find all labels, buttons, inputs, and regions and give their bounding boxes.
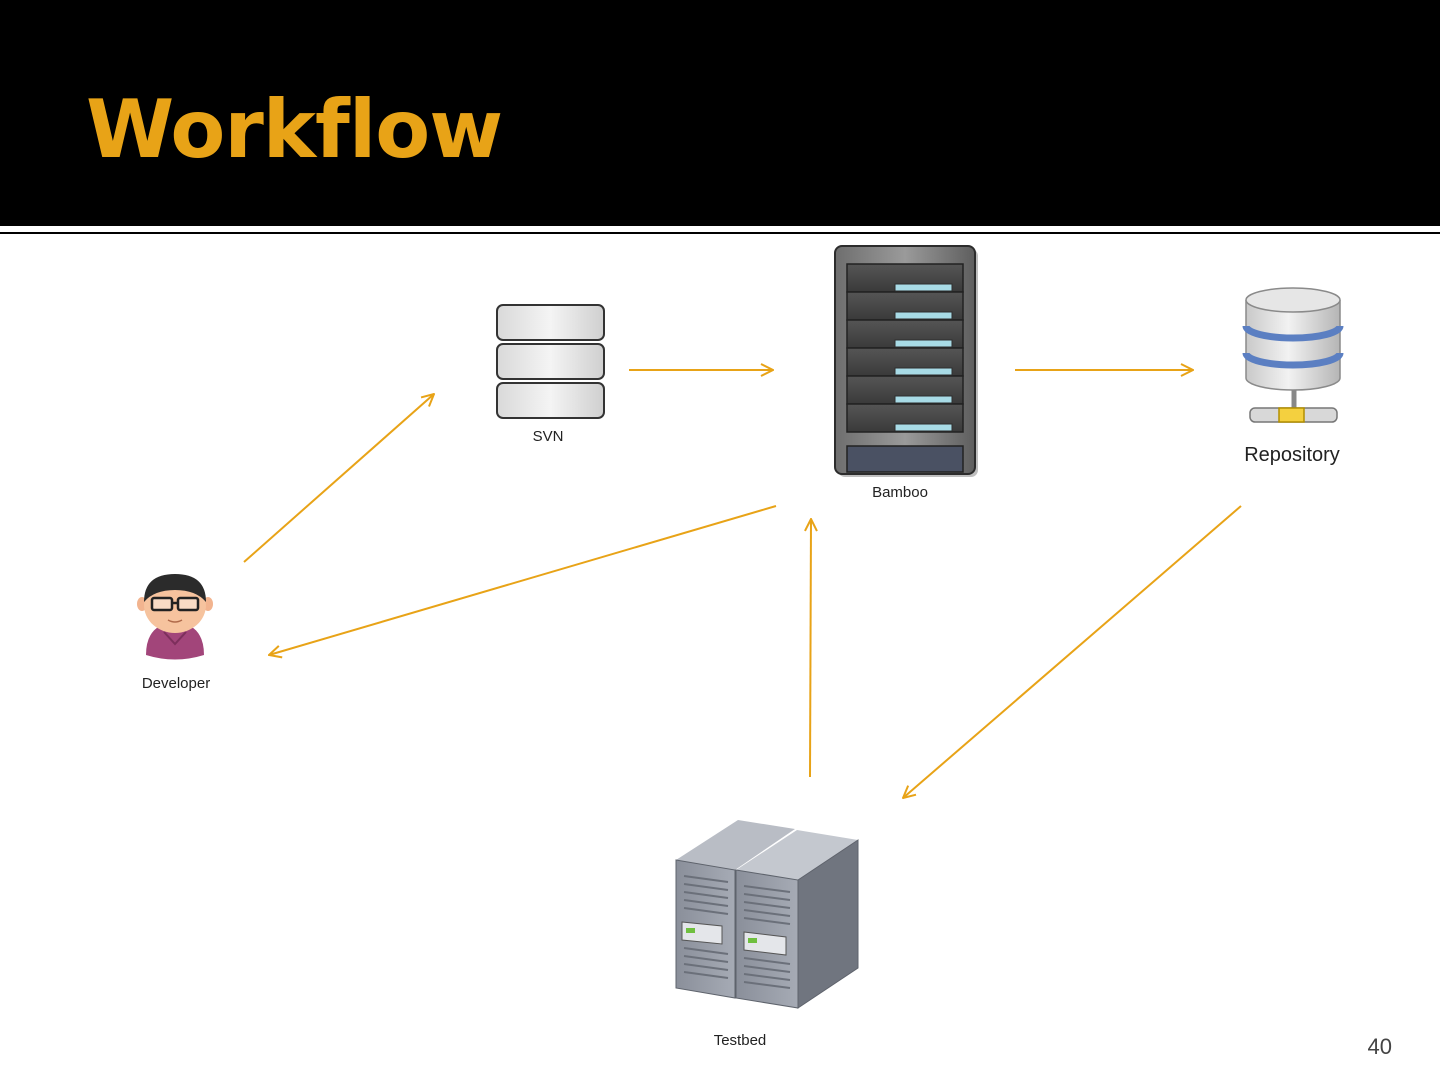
- testbed-label: Testbed: [714, 1032, 767, 1049]
- database-icon: [1242, 287, 1344, 423]
- repository-node: Repository: [1242, 287, 1344, 466]
- server-rack-icon: [834, 245, 978, 477]
- tower-servers-icon: [675, 820, 859, 1009]
- svn-node: SVN: [496, 304, 605, 445]
- developer-label: Developer: [142, 675, 210, 692]
- svn-label: SVN: [533, 428, 564, 445]
- slide-title: Workflow: [86, 83, 503, 176]
- edges: [243, 370, 1242, 798]
- developer-person-icon: [137, 574, 213, 660]
- page-number: 40: [1367, 1034, 1392, 1059]
- bamboo-label: Bamboo: [872, 484, 928, 501]
- edge-developer-to-svn: [243, 394, 434, 563]
- testbed-node: Testbed: [675, 820, 859, 1049]
- title-divider: [0, 232, 1440, 234]
- edge-repository-to-testbed: [903, 505, 1242, 798]
- svn-stack-icon: [496, 304, 605, 419]
- edge-bamboo-to-developer: [269, 505, 777, 655]
- title-bar: [0, 0, 1440, 226]
- edge-testbed-to-bamboo: [810, 519, 811, 778]
- repository-label: Repository: [1244, 444, 1340, 466]
- bamboo-node: Bamboo: [834, 245, 978, 501]
- developer-node: Developer: [137, 574, 213, 692]
